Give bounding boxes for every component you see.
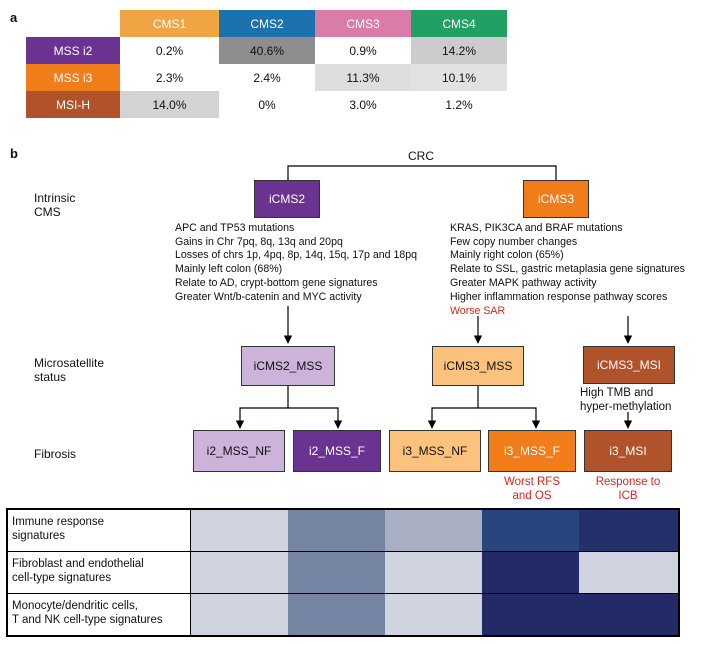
feature-item: Relate to AD, crypt-bottom gene signatur… — [175, 276, 378, 289]
heatmap-cell — [482, 510, 579, 551]
node-icms2: iCMS2 — [254, 180, 320, 218]
feature-item: Relate to SSL, gastric metaplasia gene s… — [450, 263, 685, 276]
panel-b-label: b — [10, 146, 18, 161]
heatmap-cell — [191, 552, 288, 593]
heatmap-frame — [6, 508, 680, 637]
node-i3-mss-nf: i3_MSS_NF — [389, 430, 481, 472]
heatmap-row-divider — [6, 593, 680, 594]
table-cell: 0% — [219, 91, 315, 118]
node-i3-mss-f: i3_MSS_F — [488, 430, 576, 472]
heatmap-cell — [288, 510, 385, 551]
table-cell: 10.1% — [411, 64, 507, 91]
heatmap-row-divider — [6, 551, 680, 552]
msi-note: High TMB and hyper-methylation — [580, 387, 672, 413]
node-icms3: iCMS3 — [523, 180, 589, 218]
feature-item: KRAS, PIK3CA and BRAF mutations — [450, 222, 623, 234]
table-cell: 0.9% — [315, 37, 411, 64]
row-label: MSS i2 — [26, 37, 120, 64]
table-cell: 3.0% — [315, 91, 411, 118]
heatmap-cell — [579, 552, 678, 593]
heatmap-cell — [385, 594, 482, 635]
feature-item: Few copy number changes — [450, 235, 578, 248]
heatmap-cell — [385, 552, 482, 593]
node-i2-mss-nf: i2_MSS_NF — [193, 430, 285, 472]
node-i3-msi: i3_MSI — [584, 430, 672, 472]
heatmap-cell — [191, 510, 288, 551]
level-intrinsic-cms: Intrinsic CMS — [34, 191, 76, 219]
feature-item: Gains in Chr 7pq, 8q, 13q and 20pq — [175, 235, 343, 248]
heatmap-row-label: Monocyte/dendritic cells,T and NK cell-t… — [12, 600, 163, 626]
feature-item: APC and TP53 mutations — [175, 222, 295, 234]
table-cell: 14.0% — [120, 91, 219, 118]
i3-mss-f-outcome: Worst RFS and OS — [503, 476, 560, 502]
table-cell: 2.3% — [120, 64, 219, 91]
panel-a-label: a — [10, 10, 18, 25]
feature-item: Mainly left colon (68%) — [175, 263, 283, 276]
table-cell: 40.6% — [219, 37, 315, 64]
table-cell: 0.2% — [120, 37, 219, 64]
feature-item: Higher inflammation response pathway sco… — [450, 290, 668, 303]
heatmap-cell — [288, 594, 385, 635]
node-icms3-mss: iCMS3_MSS — [432, 346, 524, 386]
i3-msi-outcome: Response to ICB — [595, 476, 661, 502]
heatmap-cell — [482, 594, 579, 635]
level-fibrosis: Fibrosis — [34, 447, 77, 461]
feature-item: Greater Wnt/b-catenin and MYC activity — [175, 290, 362, 303]
connector-i2-split — [239, 386, 339, 426]
node-icms3-msi: iCMS3_MSI — [583, 346, 675, 384]
table-cell: 14.2% — [411, 37, 507, 64]
heatmap-cell — [579, 510, 678, 551]
feature-item: Mainly right colon (65%) — [450, 249, 564, 262]
heatmap-cell — [482, 552, 579, 593]
column-header-cms2: CMS2 — [219, 10, 315, 37]
table-cell: 1.2% — [411, 91, 507, 118]
table-cell: 11.3% — [315, 64, 411, 91]
heatmap-cell — [191, 594, 288, 635]
heatmap-cell — [385, 510, 482, 551]
heatmap-cell — [288, 552, 385, 593]
column-header-cms3: CMS3 — [315, 10, 411, 37]
heatmap-cell — [579, 594, 678, 635]
row-label: MSS i3 — [26, 64, 120, 91]
heatmap-label-divider — [190, 510, 191, 635]
column-header-cms4: CMS4 — [411, 10, 507, 37]
node-i2-mss-f: i2_MSS_F — [293, 430, 381, 472]
connector-crc — [283, 165, 561, 196]
node-icms2-mss: iCMS2_MSS — [241, 346, 335, 386]
feature-item: Losses of chrs 1p, 4pq, 8p, 14q, 15q, 17… — [175, 249, 418, 262]
feature-item: Greater MAPK pathway activity — [450, 276, 597, 289]
connector-i3-split — [431, 386, 537, 426]
root-crc: CRC — [408, 149, 434, 163]
column-header-cms1: CMS1 — [120, 10, 219, 37]
table-cell: 2.4% — [219, 64, 315, 91]
row-label: MSI-H — [26, 91, 120, 118]
icms3-outcome-worse-sar: Worse SAR — [450, 305, 506, 317]
level-microsatellite-status: Microsatellite status — [34, 356, 105, 384]
